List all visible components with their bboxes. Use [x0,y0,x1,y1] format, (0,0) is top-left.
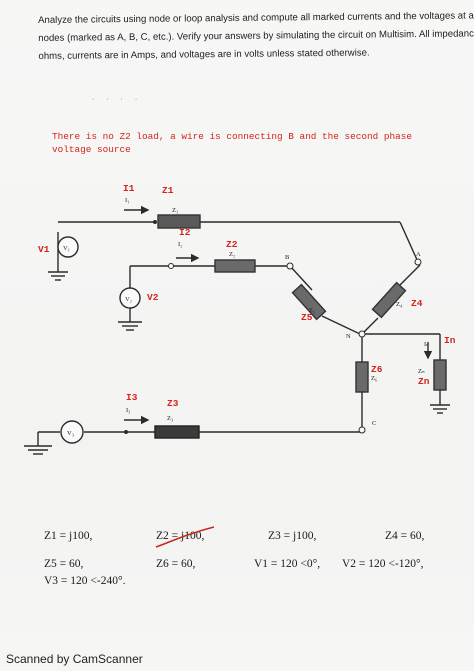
node-b-dot [286,262,294,270]
label-z6: Z₆ [371,375,377,382]
red-label-in: In [444,335,456,346]
label-z5: Z₅ [309,307,315,314]
label-i2: I₂ [178,241,182,248]
z3-resistor [154,425,200,439]
red-label-i1: I1 [123,183,135,194]
red-label-v1: V1 [38,244,50,255]
label-zn: Zₙ [418,368,425,375]
v3-source [60,420,84,444]
label-v2: V₂ [125,296,132,303]
red-note-line-1: There is no Z2 load, a wire is connectin… [52,131,413,142]
value-z5: Z5 = 60, [44,558,84,570]
z5-resistor [291,283,327,321]
node-c-dot [358,426,366,434]
red-label-zn: Zn [418,376,430,387]
red-label-z1: Z1 [162,185,174,196]
faint-scribble: · · · · [92,96,143,103]
wire-to-node-a [399,221,419,263]
red-label-z2: Z2 [226,239,238,250]
red-label-z4: Z4 [411,298,423,309]
label-z4: Z₄ [396,301,403,308]
red-note: There is no Z2 load, a wire is connectin… [52,130,412,156]
label-node-a: A [416,251,421,258]
node-n-dot [358,330,366,338]
label-z1: Z₁ [172,207,178,214]
value-v3: V3 = 120 <-240°. [44,575,126,587]
z2-resistor [214,259,256,273]
red-label-i2: I2 [179,227,191,238]
v2-source [119,287,141,309]
red-label-i3: I3 [126,392,138,403]
ground-symbols [24,271,450,455]
value-v2: V2 = 120 <-120°, [342,558,424,570]
node-a-dot [414,258,422,266]
value-z6: Z6 = 60, [156,558,196,570]
camscanner-footer: Scanned by CamScanner [6,652,143,666]
label-node-n: N [346,333,351,340]
value-z1: Z1 = j100, [44,530,93,542]
label-v3: V₃ [67,430,74,437]
v1-source [57,236,79,258]
label-in: Iₙ [424,341,429,348]
value-v1: V1 = 120 <0°, [254,558,321,570]
circuit-diagram: I1 Z1 I2 Z2 V1 V2 Z4 Z5 In Z6 Zn I3 Z3 I… [24,183,456,455]
label-v1: V₁ [63,245,70,252]
z1-resistor [157,214,201,229]
red-label-z3: Z3 [167,398,179,409]
red-note-line-2: voltage source [52,144,131,155]
value-z4: Z4 = 60, [385,530,425,542]
label-i1: I₁ [125,197,129,204]
label-node-c: C [372,420,376,427]
z6-resistor [355,361,369,393]
label-node-b: B [285,254,290,261]
z4-resistor [371,281,407,319]
z2-strikethrough [155,526,215,548]
label-z2: Z₂ [229,251,235,258]
zn-resistor [433,359,447,391]
red-label-v2: V2 [147,292,159,303]
red-label-z6: Z6 [371,364,383,375]
value-z3: Z3 = j100, [268,530,317,542]
label-i3: I₃ [126,407,130,414]
red-label-z5: Z5 [301,312,313,323]
label-z3: Z₃ [167,415,173,422]
